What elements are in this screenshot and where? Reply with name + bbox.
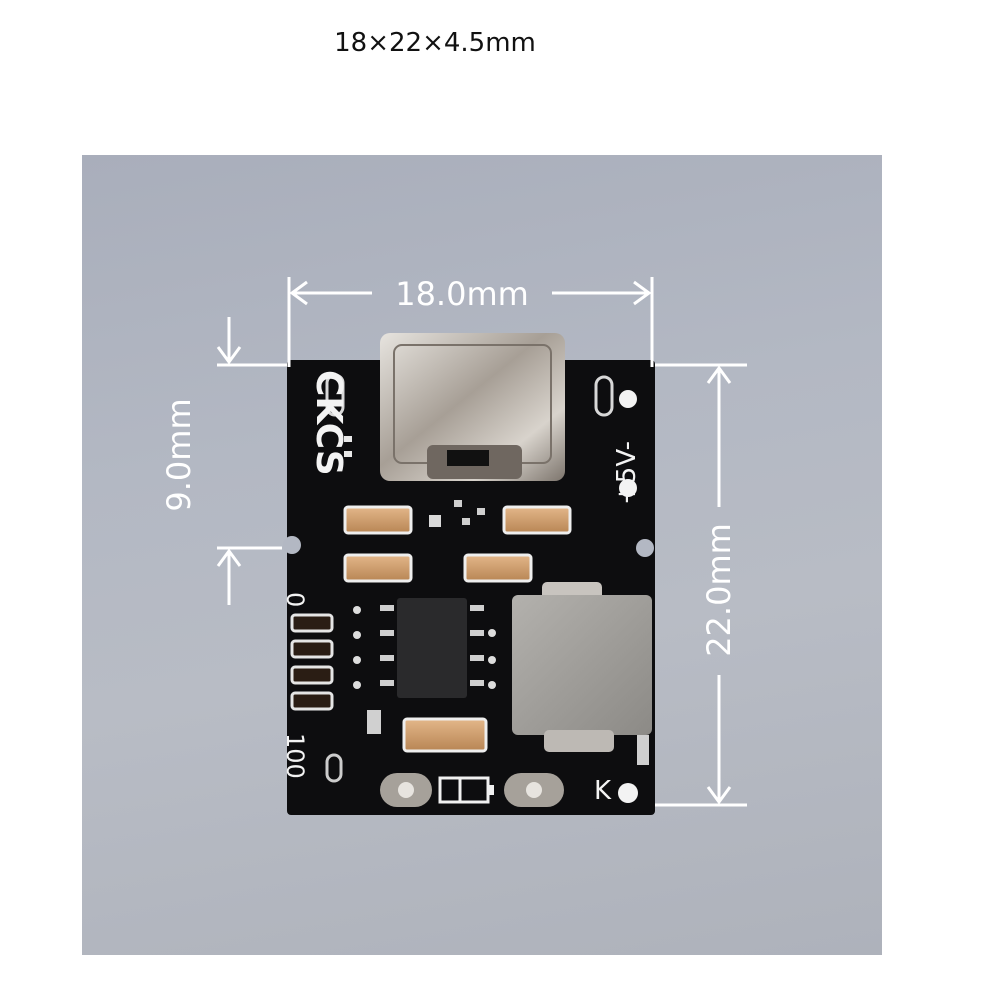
scale-low-silkscreen: 0 — [281, 592, 309, 607]
board-illustration: CKCS +5V- 0 100 K — [281, 333, 655, 815]
slot-right — [594, 375, 614, 417]
dimension-overlay: 18.0mm 22.0mm 9.0mm — [160, 275, 747, 807]
key-label-silkscreen: K — [594, 776, 612, 806]
usb-c-connector — [380, 333, 565, 481]
test-dots — [353, 606, 496, 689]
ic-chip — [380, 598, 484, 698]
notch-left — [283, 536, 301, 554]
oval-mark — [325, 753, 343, 783]
offset-dimension-label: 9.0mm — [160, 398, 198, 511]
brand-silkscreen: CKCS — [308, 370, 349, 476]
scale-high-silkscreen: 100 — [281, 733, 309, 779]
resistor — [367, 710, 381, 734]
width-dimension-label: 18.0mm — [395, 275, 529, 313]
height-dimension-label: 22.0mm — [700, 523, 738, 657]
ceramic-capacitors — [343, 505, 572, 753]
pad-5v-plus — [619, 479, 637, 497]
product-photo: CKCS +5V- 0 100 K — [82, 155, 882, 955]
pad-k — [618, 783, 638, 803]
smd-components-top — [344, 436, 485, 527]
pin-label-silkscreen: +5V- — [612, 441, 642, 505]
power-inductor — [512, 582, 652, 752]
dimensions-title: 18×22×4.5mm — [334, 28, 536, 58]
battery-symbol — [438, 776, 494, 804]
battery-pads — [380, 773, 564, 807]
slot-left — [325, 373, 345, 417]
pad-small-right — [637, 735, 649, 765]
pad-5v-minus — [619, 390, 637, 408]
notch-right — [636, 539, 654, 557]
battery-level-leds — [290, 613, 334, 711]
